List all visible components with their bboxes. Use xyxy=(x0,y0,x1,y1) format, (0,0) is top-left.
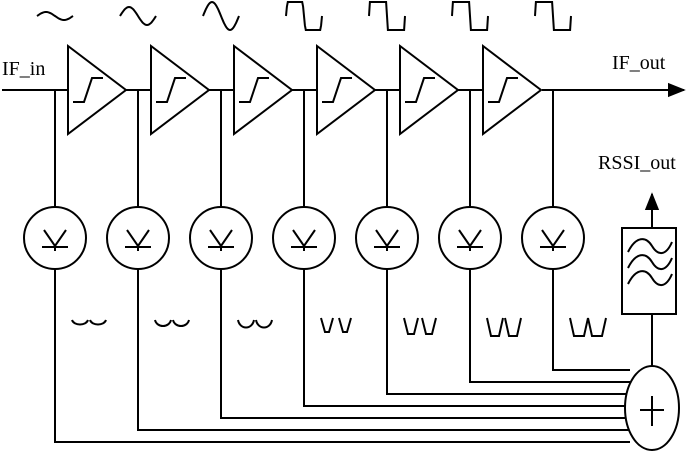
plus-icon xyxy=(640,396,664,426)
waveform-icon xyxy=(119,5,157,27)
waveform-icon xyxy=(202,0,240,32)
diode-detector-icon xyxy=(42,229,68,251)
limiter-icon xyxy=(239,77,269,103)
rectified-waveform-icon xyxy=(569,317,607,337)
detector xyxy=(521,90,585,270)
limiter-icon xyxy=(156,77,186,103)
waveform-row xyxy=(36,0,572,32)
detector-to-summer-wire xyxy=(303,269,630,407)
limiting-amplifier xyxy=(399,43,460,137)
rectified-waveform-icon xyxy=(237,319,273,329)
rectified-waveform-icon xyxy=(71,319,107,326)
waveform-icon xyxy=(36,11,74,21)
rectified-waveform-icon xyxy=(154,319,190,327)
rssi-out-label: RSSI_out xyxy=(598,152,676,174)
diode-detector-icon xyxy=(291,229,317,251)
detector xyxy=(23,90,87,270)
detector xyxy=(272,90,336,270)
waveform-icon xyxy=(451,1,489,31)
limiter-icon xyxy=(405,77,435,103)
diode-detector-icon xyxy=(540,229,566,251)
detector-to-summer-wire xyxy=(137,269,630,431)
limiter-icon xyxy=(488,77,518,103)
lowpass-filter xyxy=(621,192,677,366)
detector xyxy=(106,90,170,270)
rectified-waveform-icon xyxy=(403,317,437,335)
detector-to-summer-wire xyxy=(552,269,630,371)
rectified-waveform-icon xyxy=(320,317,352,333)
detector-to-summer-wire xyxy=(386,269,630,395)
rectified-waveform-icon xyxy=(486,317,522,337)
waveform-icon xyxy=(534,1,572,31)
limiting-amplifier xyxy=(67,43,128,137)
detector-to-summer-wire xyxy=(54,269,630,443)
waveform-icon xyxy=(368,1,406,31)
diode-detector-icon xyxy=(457,229,483,251)
limiting-amplifier xyxy=(316,43,377,137)
limiter-icon xyxy=(73,77,103,103)
diode-detector-icon xyxy=(208,229,234,251)
limiting-amplifier xyxy=(233,43,294,137)
summing-bus xyxy=(54,269,630,443)
waveform-icon xyxy=(285,1,323,31)
detector-to-summer-wire xyxy=(220,269,630,419)
detector xyxy=(438,90,502,270)
limiting-amplifier xyxy=(150,43,211,137)
filter-wave-icon xyxy=(627,238,673,286)
detector-row xyxy=(23,90,585,270)
detector-to-summer-wire xyxy=(469,269,630,383)
detector xyxy=(189,90,253,270)
summer xyxy=(624,365,680,451)
diode-detector-icon xyxy=(374,229,400,251)
rectified-waveform-row xyxy=(71,317,607,337)
diode-detector-icon xyxy=(125,229,151,251)
limiter-icon xyxy=(322,77,352,103)
if-in-label: IF_in xyxy=(2,58,45,80)
if-out-label: IF_out xyxy=(612,52,666,74)
detector xyxy=(355,90,419,270)
limiting-amplifier xyxy=(482,43,543,137)
